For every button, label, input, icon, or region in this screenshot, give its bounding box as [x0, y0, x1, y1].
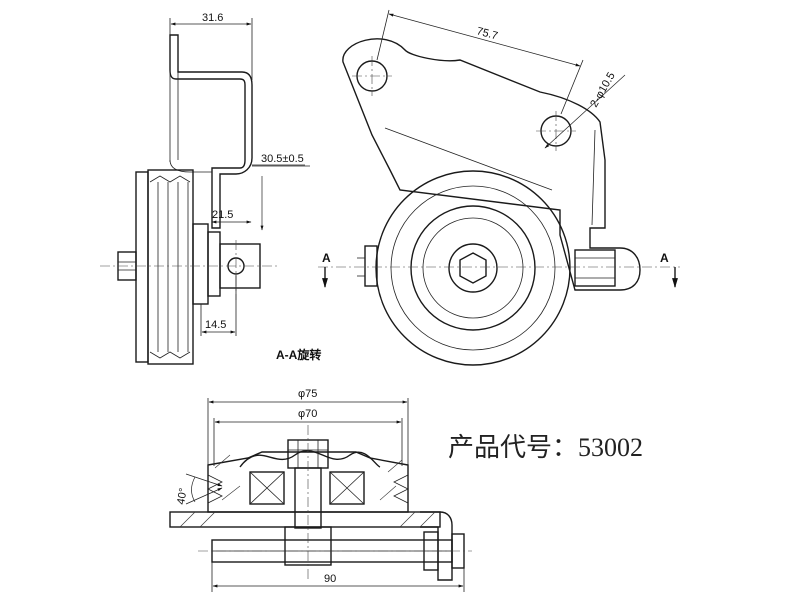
side-view: 31.6 30.5±0.5 21.5 14.5 A-A旋转: [100, 12, 321, 365]
product-code: 产品代号：53002: [448, 433, 643, 462]
dim-90: 90: [324, 573, 336, 585]
dim-phi-70: φ70: [298, 408, 317, 420]
section-marker-right: A: [660, 251, 669, 265]
dim-31-6: 31.6: [202, 12, 223, 24]
dim-21-5: 21.5: [212, 209, 233, 221]
pulley-face: [375, 170, 571, 366]
section-view: φ75 φ70 40° 90: [169, 388, 472, 592]
section-rotated-label: A-A旋转: [276, 347, 321, 362]
dim-75-7: 75.7: [475, 25, 499, 42]
dim-30-5: 30.5±0.5: [261, 153, 304, 165]
dim-14-5: 14.5: [205, 319, 226, 331]
section-marker-left: A: [322, 251, 331, 265]
dim-angle-40: 40°: [175, 487, 190, 505]
front-view: A A 75.7 2-φ10.5: [318, 9, 680, 366]
dim-phi-75: φ75: [298, 388, 317, 400]
pulley-side: [117, 169, 261, 365]
dim-holes: 2-φ10.5: [588, 70, 618, 109]
